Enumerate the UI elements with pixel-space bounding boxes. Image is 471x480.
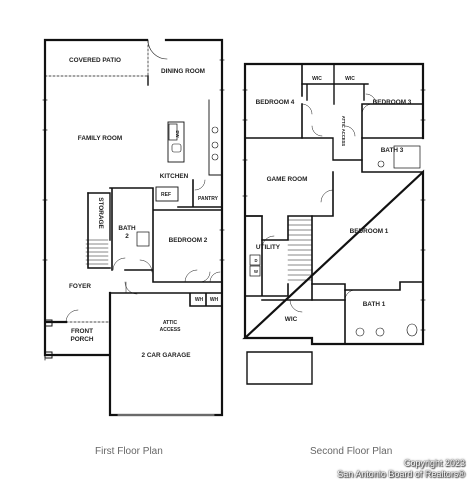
label-garage: 2 CAR GARAGE [141, 352, 191, 359]
bath-3-walls [361, 137, 424, 173]
label-bath-2-line1: BATH [118, 225, 136, 232]
first-floor-plan [42, 38, 225, 417]
front-porch-post [44, 319, 53, 359]
dishwasher [168, 123, 178, 141]
bath-1-sink [355, 327, 365, 337]
first-floor-labels: COVERED PATIO DINING ROOM FAMILY ROOM DW… [69, 57, 219, 359]
label-bath-3: BATH 3 [381, 147, 404, 154]
label-kitchen: KITCHEN [160, 173, 189, 180]
first-floor-exterior-wall [43, 38, 224, 417]
second-floor-plan [242, 62, 426, 385]
second-floor-windows [242, 89, 426, 331]
label-storage: STORAGE [97, 197, 104, 229]
label-washer: W [254, 269, 258, 274]
label-wh-1: WH [195, 297, 204, 303]
second-floor-bump [246, 351, 313, 385]
label-game-room: GAME ROOM [267, 176, 308, 183]
first-floor-stairs [85, 239, 109, 265]
dryer [249, 254, 261, 266]
second-floor-door-swings [261, 93, 377, 301]
second-floor-exterior-wall [242, 62, 425, 346]
label-attic-access-line1: ATTIC [163, 320, 178, 326]
bath-2-door-swing [112, 257, 126, 271]
label-utility: UTILITY [256, 244, 281, 251]
label-attic-access: ATTIC ACCESS [341, 116, 346, 147]
first-floor-hall-walls [87, 187, 223, 283]
label-bedroom-3: BEDROOM 3 [373, 99, 412, 106]
label-wic-2: WIC [345, 76, 355, 82]
label-front-porch-line1: FRONT [71, 328, 93, 335]
label-dining-room: DINING ROOM [161, 68, 205, 75]
label-bedroom-2: BEDROOM 2 [169, 237, 208, 244]
utility-walls [244, 215, 289, 297]
label-foyer: FOYER [69, 283, 91, 290]
label-dw: DW [175, 131, 180, 138]
second-floor-stairs [287, 219, 313, 281]
patio-door-swing [147, 39, 168, 60]
cooktop-burner [211, 141, 219, 149]
bath-3-tub [393, 145, 421, 169]
sink-basin [171, 143, 182, 153]
bath-2-tub [136, 231, 150, 247]
label-bath-1: BATH 1 [363, 301, 386, 308]
refrigerator [155, 186, 179, 202]
bath-3-sink [377, 160, 385, 168]
covered-patio-outline [44, 39, 149, 77]
bedroom-1-walls [311, 171, 346, 291]
bath-1-sink [375, 327, 385, 337]
kitchen-island [167, 121, 185, 163]
label-master-wic: WIC [285, 316, 298, 323]
label-pantry: PANTRY [198, 196, 219, 202]
label-front-porch-line2: PORCH [70, 336, 93, 343]
front-door-swing [65, 309, 79, 323]
wic-walls [301, 63, 369, 105]
kitchen-counter [208, 99, 223, 176]
hall-door-swing [139, 259, 153, 273]
first-floor-windows [42, 59, 225, 261]
master-wic-door-swing [289, 299, 303, 313]
first-floor-caption: First Floor Plan [95, 446, 163, 457]
bedroom-3-walls [361, 103, 424, 139]
label-bedroom-4: BEDROOM 4 [256, 99, 295, 106]
garage-entry-swing [124, 281, 138, 295]
watermark-board: San Antonio Board of Realtors® [337, 469, 465, 479]
label-ref: REF [161, 192, 171, 198]
second-floor-labels: WIC WIC BEDROOM 4 BEDROOM 3 ATTIC ACCESS… [254, 76, 412, 323]
closet-door-swing [199, 271, 221, 283]
storage-walls [87, 192, 111, 241]
watermark-copyright: Copyright 2023 [403, 458, 465, 468]
label-wh-2: WH [210, 297, 219, 303]
label-covered-patio: COVERED PATIO [69, 57, 121, 64]
pantry-walls [177, 179, 223, 208]
second-floor-caption: Second Floor Plan [310, 446, 393, 457]
label-dryer: D [254, 258, 257, 263]
attic-hall-walls [301, 137, 363, 161]
label-family-room: FAMILY ROOM [78, 135, 122, 142]
washer [249, 265, 261, 277]
garage-wall [109, 292, 223, 307]
bath-1-toilet [406, 323, 418, 337]
pantry-door-swing [194, 179, 206, 191]
cooktop-burner [211, 126, 219, 134]
label-bedroom-1: BEDROOM 1 [350, 228, 389, 235]
bedroom-2-door-swing [184, 269, 198, 283]
label-wic-1: WIC [312, 76, 322, 82]
label-attic-access-line2: ACCESS [160, 327, 182, 333]
label-bath-2-line2: 2 [125, 233, 129, 240]
cooktop-burner [211, 153, 219, 161]
